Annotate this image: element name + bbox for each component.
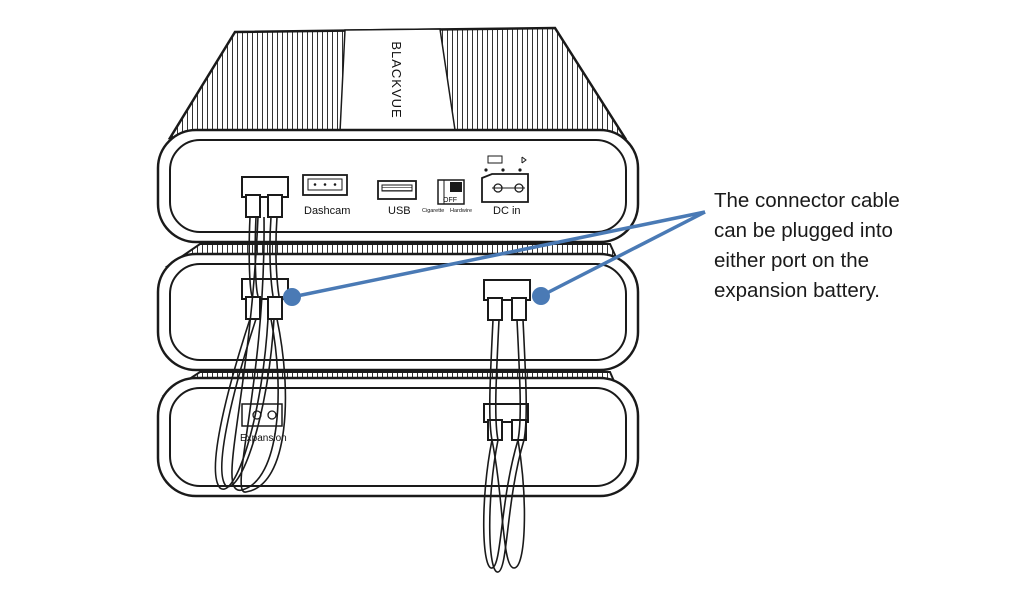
- callout-line: The connector cable: [714, 189, 900, 212]
- callout-pointers: [283, 210, 706, 306]
- callout-line: either port on the: [714, 249, 869, 272]
- right-connector-cable: [482, 319, 528, 573]
- mode-switch: [437, 179, 465, 205]
- bottom-expansion-battery: Expansion: [156, 371, 640, 498]
- top-connector-plug: [241, 176, 289, 218]
- dc-in-label: DC in: [493, 205, 521, 217]
- dashcam-label: Dashcam: [304, 205, 350, 217]
- blackvue-logo: BLACKVUE: [389, 41, 404, 118]
- dashcam-port: [302, 174, 348, 196]
- expansion-label: Expansion: [240, 433, 287, 444]
- dc-in-port: [481, 155, 529, 203]
- switch-cigarette-label: Cigarette: [422, 208, 444, 214]
- pointer-dot-left: [283, 288, 301, 306]
- callout-text: The connector cable can be plugged into …: [714, 186, 1004, 306]
- switch-hardwire-label: Hardwire: [450, 208, 472, 214]
- callout-line: expansion battery.: [714, 279, 881, 302]
- pointer-dot-right: [532, 287, 550, 305]
- bottom-left-connector-port: [241, 403, 283, 427]
- usb-port: [377, 180, 417, 200]
- switch-off-label: OFF: [443, 197, 457, 204]
- left-connector-cable: [214, 216, 287, 493]
- callout-line: can be plugged into: [714, 219, 893, 242]
- top-main-battery: BLACKVUE Dashcam USB OF: [156, 26, 640, 244]
- middle-expansion-battery: [156, 243, 640, 372]
- usb-label: USB: [388, 205, 411, 217]
- middle-right-connector-plug: [483, 279, 531, 321]
